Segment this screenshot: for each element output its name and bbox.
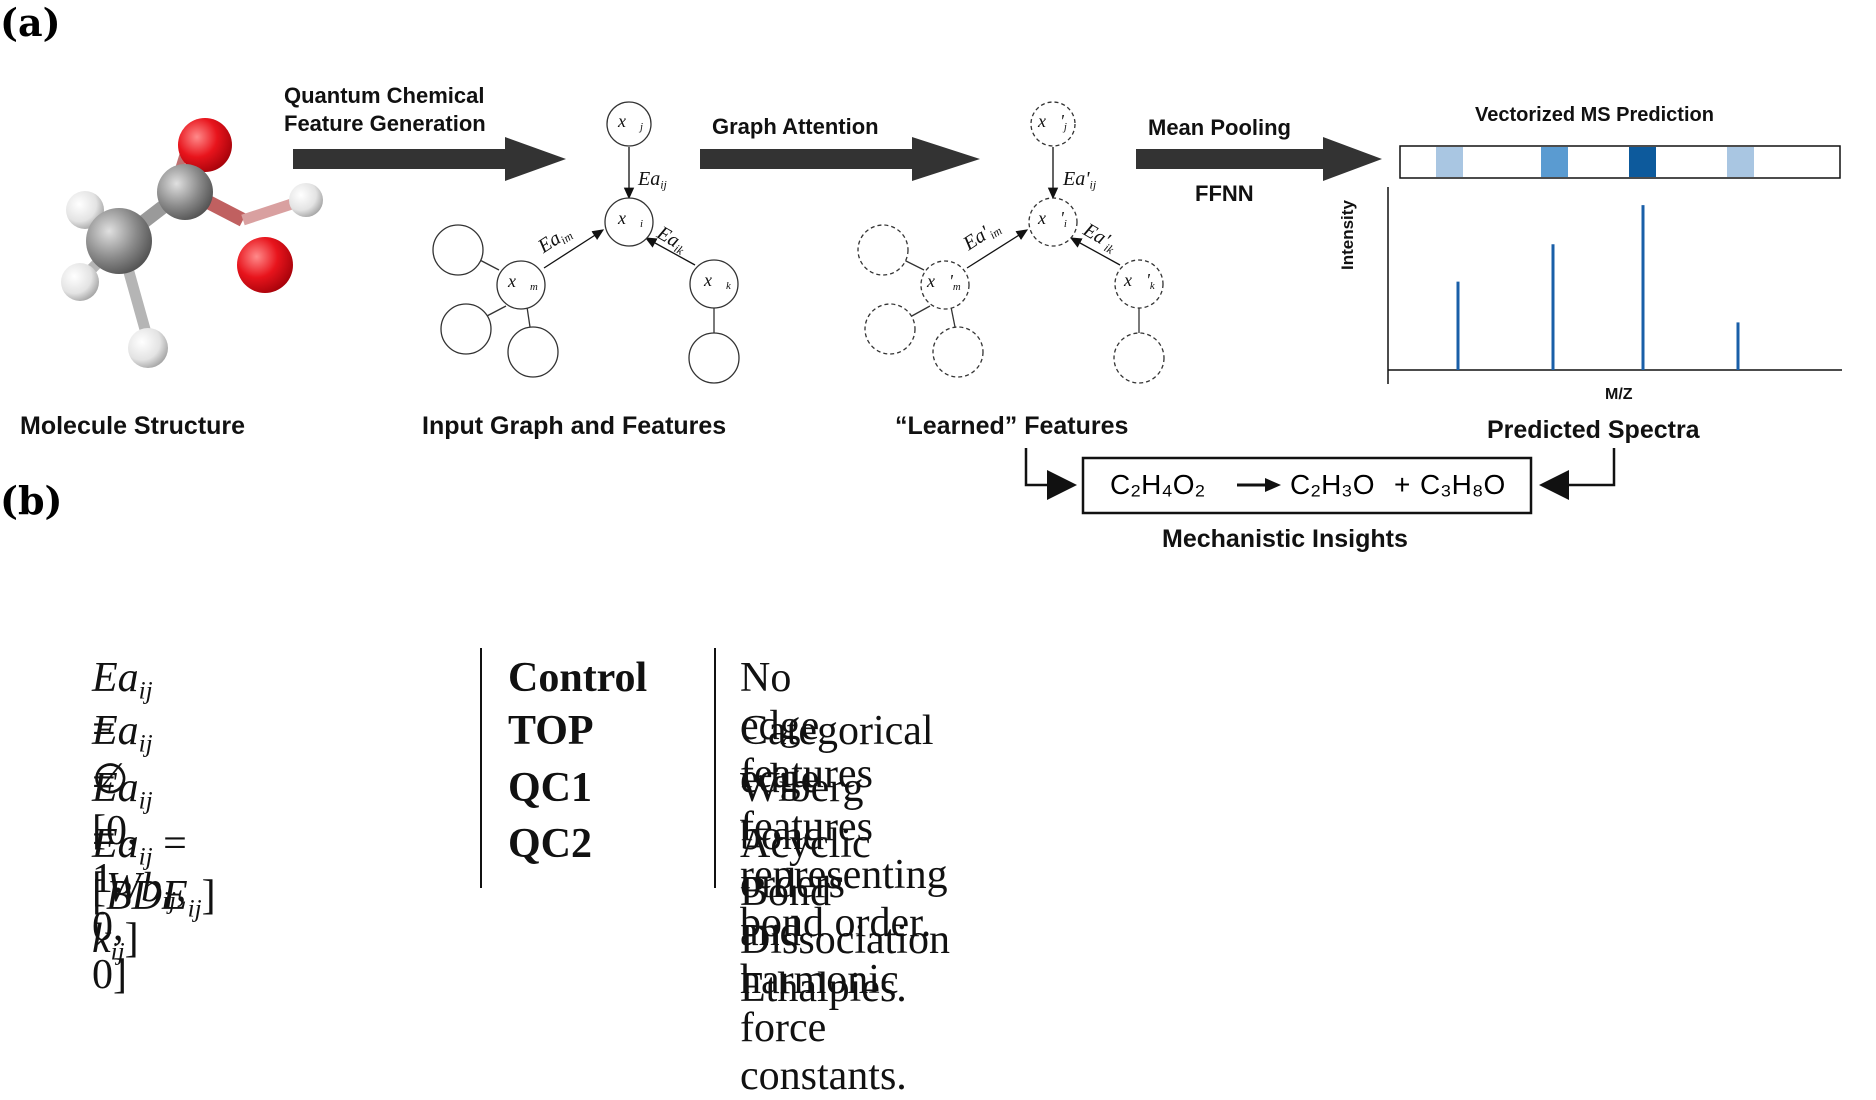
ms-bin-2 <box>1541 147 1568 177</box>
ms-bin-4 <box>1727 147 1754 177</box>
node-xj <box>606 101 652 147</box>
ms-bin-1 <box>1436 147 1463 177</box>
molecule-structure <box>61 118 323 368</box>
node-xk <box>689 259 739 309</box>
panel-a-label: (a) <box>0 0 61 45</box>
row-math: Eaij = [BDEij] <box>92 821 216 923</box>
node-label-xi: x⃗i <box>618 208 643 231</box>
reaction-product1: C₂H₃O <box>1290 469 1375 500</box>
panel-a-diagram <box>61 101 1842 515</box>
ms-bin-3 <box>1629 147 1656 177</box>
vectorized-ms-bar <box>1399 145 1841 179</box>
x-axis-label: M/Z <box>1605 386 1633 403</box>
reaction-product2: C₃H₈O <box>1420 469 1506 500</box>
node-label-xj: x⃗j <box>618 111 643 134</box>
row-name: QC2 <box>508 821 592 867</box>
insights-connectors <box>1024 448 1616 500</box>
reaction-reactant: C₂H₄O₂ <box>1110 469 1206 500</box>
row-name: QC1 <box>508 765 592 811</box>
arrow-mean-pooling <box>1136 137 1382 181</box>
edge-feature-table: Eaij = ∅ Control No edge features Eaij =… <box>0 648 1876 1099</box>
node-label-xj-learned: x⃗'j <box>1038 111 1067 134</box>
row-name: TOP <box>508 708 594 754</box>
input-graph <box>432 101 740 384</box>
arrow-feature-generation <box>293 137 566 181</box>
edge-label-eaij: Eaij <box>638 168 667 192</box>
edge-label-eaij-learned: Ea'ij <box>1063 168 1097 192</box>
step3-sub-label: FFNN <box>1195 181 1254 206</box>
step1-line1: Quantum Chemical <box>284 83 485 108</box>
learned-caption: “Learned” Features <box>895 412 1129 440</box>
row-math: Eaij = ∅ <box>92 655 153 803</box>
node-label-xm: x⃗m <box>508 271 538 294</box>
table-divider-1 <box>480 648 482 888</box>
row-name: Control <box>508 655 648 701</box>
step1-label: Quantum Chemical Feature Generation <box>284 82 486 138</box>
panel-b-label: (b) <box>0 478 63 523</box>
y-axis-label: Intensity <box>1338 200 1357 270</box>
node-label-xm-learned: x⃗'m <box>927 271 961 294</box>
spectra-caption: Predicted Spectra <box>1487 416 1700 444</box>
step3-label: Mean Pooling <box>1148 115 1291 140</box>
arrow-graph-attention <box>700 137 980 181</box>
node-label-xk: x⃗k <box>704 270 731 293</box>
vector-title: Vectorized MS Prediction <box>1475 104 1714 126</box>
row-desc: Acyclic Bond Dissociation Ethalpies. <box>740 821 950 1011</box>
table-divider-2 <box>714 648 716 888</box>
reaction-plus: + <box>1394 469 1411 500</box>
node-xi <box>604 197 654 247</box>
input-graph-caption: Input Graph and Features <box>422 412 727 440</box>
spectrum-peaks <box>1456 205 1740 370</box>
learned-graph <box>857 101 1165 384</box>
node-label-xk-learned: x⃗'k <box>1124 270 1155 293</box>
reaction-arrow <box>1237 478 1281 492</box>
step2-label: Graph Attention <box>712 114 879 139</box>
molecule-caption: Molecule Structure <box>20 412 246 440</box>
spectrum-axes <box>1387 187 1842 384</box>
insights-caption: Mechanistic Insights <box>1162 525 1408 553</box>
step1-line2: Feature Generation <box>284 111 486 136</box>
insights-box <box>1081 456 1533 515</box>
node-xm <box>496 260 546 310</box>
node-label-xi-learned: x⃗'i <box>1038 208 1067 231</box>
row-desc: No edge features <box>740 655 873 797</box>
